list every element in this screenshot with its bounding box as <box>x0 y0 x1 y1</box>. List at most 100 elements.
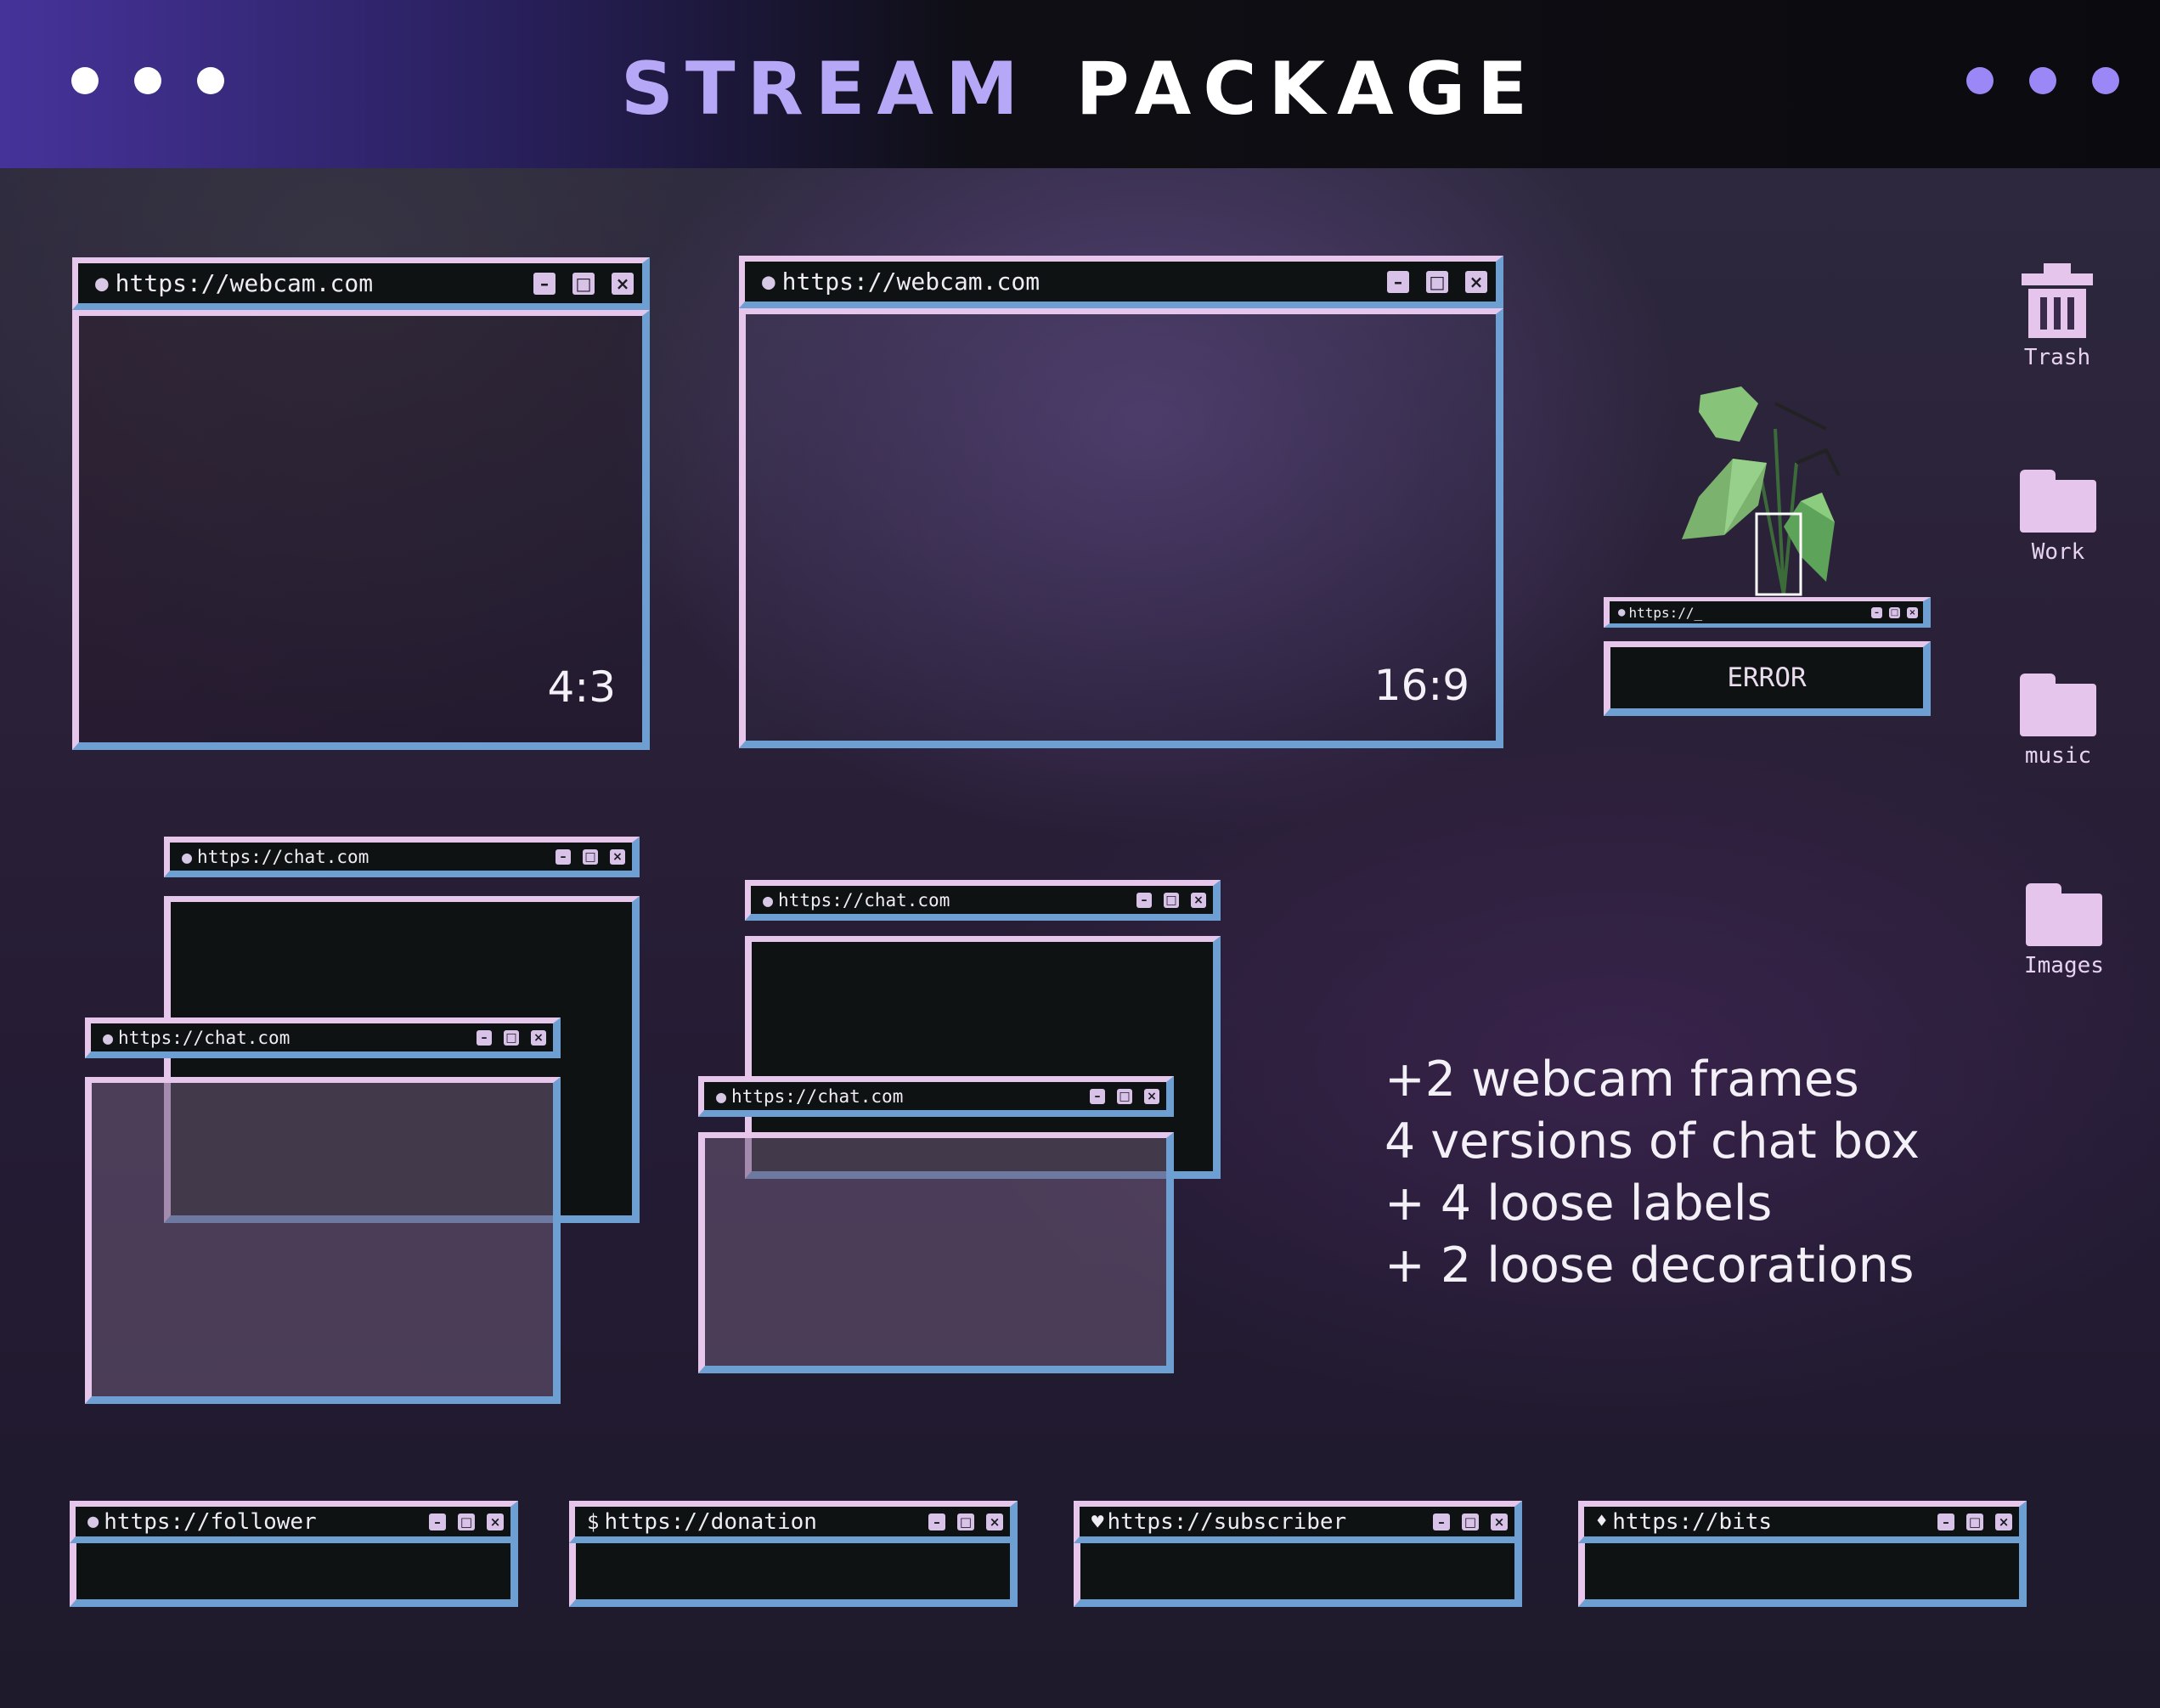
plant-stem <box>1796 448 1841 476</box>
minimize-button[interactable]: – <box>1136 892 1152 908</box>
error-titlebar: ● https://_ – □ × <box>1604 597 1931 628</box>
maximize-button[interactable]: □ <box>504 1029 519 1046</box>
close-button[interactable]: × <box>1907 606 1918 618</box>
minimize-button[interactable]: – <box>533 272 556 295</box>
close-button[interactable]: × <box>1491 1513 1508 1530</box>
maximize-button[interactable]: □ <box>1966 1513 1983 1530</box>
trash-icon <box>2022 263 2093 338</box>
maximize-button[interactable]: □ <box>572 272 595 295</box>
webcam-url: https://webcam.com <box>115 269 374 297</box>
close-button[interactable]: × <box>1144 1088 1159 1104</box>
webcam-frame-4-3: ● https://webcam.com – □ × 4:3 <box>72 257 650 750</box>
heart-icon: ♥ <box>1091 1509 1104 1534</box>
leaf <box>1724 459 1767 535</box>
desktop-icon-label: Work <box>2031 539 2085 565</box>
dollar-icon: $ <box>587 1509 600 1534</box>
error-window: ● https://_ – □ × ERROR <box>1604 597 1931 716</box>
label-titlebar: $ https://donation – □ × <box>569 1501 1018 1543</box>
chat-body <box>698 1132 1174 1373</box>
folder-icon <box>2020 674 2096 736</box>
diamond-icon: ♦ <box>1596 1511 1608 1532</box>
maximize-button[interactable]: □ <box>583 848 598 865</box>
header-bar: STREAM PACKAGE <box>0 0 2160 168</box>
label-body <box>1578 1543 2027 1607</box>
close-button[interactable]: × <box>1465 270 1487 293</box>
feature-item: + 2 loose decorations <box>1385 1237 1915 1294</box>
folder-icon <box>2025 883 2102 946</box>
globe-icon: ● <box>103 1027 114 1048</box>
aspect-ratio-label: 16:9 <box>1373 661 1469 710</box>
feature-item: +2 webcam frames <box>1385 1051 1859 1108</box>
chat-url: https://chat.com <box>731 1085 904 1107</box>
chat-url: https://chat.com <box>197 846 369 867</box>
desktop-icon-work[interactable]: Work <box>2020 470 2096 565</box>
error-message: ERROR <box>1727 662 1807 693</box>
minimize-button[interactable]: – <box>1433 1513 1450 1530</box>
maximize-button[interactable]: □ <box>957 1513 974 1530</box>
plant-stem <box>1757 462 1785 595</box>
label-body <box>1074 1543 1522 1607</box>
maximize-button[interactable]: □ <box>458 1513 475 1530</box>
aspect-ratio-label: 4:3 <box>547 662 616 712</box>
minimize-button[interactable]: – <box>556 848 571 865</box>
maximize-button[interactable]: □ <box>1117 1088 1132 1104</box>
leaf <box>1699 386 1758 442</box>
close-button[interactable]: × <box>487 1513 504 1530</box>
plant-vase <box>1755 512 1802 596</box>
desktop-icon-trash[interactable]: Trash <box>2022 263 2093 370</box>
page-title: STREAM PACKAGE <box>0 42 2160 136</box>
folder-icon <box>2020 470 2096 533</box>
webcam-titlebar: ● https://webcam.com – □ × <box>72 257 650 310</box>
globe-icon: ● <box>716 1085 727 1107</box>
maximize-button[interactable]: □ <box>1426 270 1448 293</box>
globe-icon: ● <box>763 889 774 910</box>
desktop-icon-images[interactable]: Images <box>2024 883 2104 978</box>
close-button[interactable]: × <box>1191 892 1206 908</box>
chat-url: https://chat.com <box>778 889 950 910</box>
minimize-button[interactable]: – <box>1090 1088 1105 1104</box>
minimize-button[interactable]: – <box>477 1029 492 1046</box>
close-button[interactable]: × <box>1995 1513 2012 1530</box>
label-titlebar: ♦ https://bits – □ × <box>1578 1501 2027 1543</box>
chat-titlebar: ● https://chat.com – □ × <box>164 837 640 877</box>
chat-titlebar: ● https://chat.com – □ × <box>85 1017 561 1058</box>
maximize-button[interactable]: □ <box>1164 892 1179 908</box>
maximize-button[interactable]: □ <box>1462 1513 1479 1530</box>
maximize-button[interactable]: □ <box>1889 606 1900 618</box>
chat-url: https://chat.com <box>118 1027 290 1048</box>
label-url: https://subscriber <box>1107 1508 1347 1535</box>
error-url: https://_ <box>1628 604 1703 621</box>
feature-item: + 4 loose labels <box>1385 1175 1773 1232</box>
label-titlebar: ♥ https://subscriber – □ × <box>1074 1501 1522 1543</box>
minimize-button[interactable]: – <box>1871 606 1882 618</box>
label-donation: $ https://donation – □ × <box>569 1501 1018 1607</box>
feature-list: +2 webcam frames 4 versions of chat box … <box>1385 1049 1920 1297</box>
minimize-button[interactable]: – <box>1387 270 1409 293</box>
chat-titlebar: ● https://chat.com – □ × <box>698 1076 1174 1117</box>
label-url: https://bits <box>1612 1508 1773 1535</box>
close-button[interactable]: × <box>531 1029 546 1046</box>
error-body: ERROR <box>1604 641 1931 716</box>
minimize-button[interactable]: – <box>429 1513 446 1530</box>
close-button[interactable]: × <box>612 272 634 295</box>
minimize-button[interactable]: – <box>928 1513 945 1530</box>
dot-icon <box>197 67 224 94</box>
label-body <box>70 1543 518 1607</box>
label-follower: ● https://follower – □ × <box>70 1501 518 1607</box>
label-body <box>569 1543 1018 1607</box>
title-part-stream: STREAM <box>620 47 1030 132</box>
globe-icon: ● <box>182 846 193 867</box>
webcam-url: https://webcam.com <box>781 268 1041 296</box>
globe-icon: ● <box>762 268 775 295</box>
webcam-frame-16-9: ● https://webcam.com – □ × 16:9 <box>739 256 1503 748</box>
close-button[interactable]: × <box>610 848 625 865</box>
minimize-button[interactable]: – <box>1937 1513 1954 1530</box>
plant-stem <box>1774 428 1785 595</box>
chat-window: ● https://chat.com – □ × <box>698 1076 1174 1373</box>
leaf <box>1801 493 1835 522</box>
close-button[interactable]: × <box>986 1513 1003 1530</box>
chat-titlebar: ● https://chat.com – □ × <box>745 880 1221 921</box>
dot-icon <box>2092 67 2119 94</box>
label-url: https://follower <box>104 1508 317 1535</box>
desktop-icon-music[interactable]: music <box>2020 674 2096 769</box>
